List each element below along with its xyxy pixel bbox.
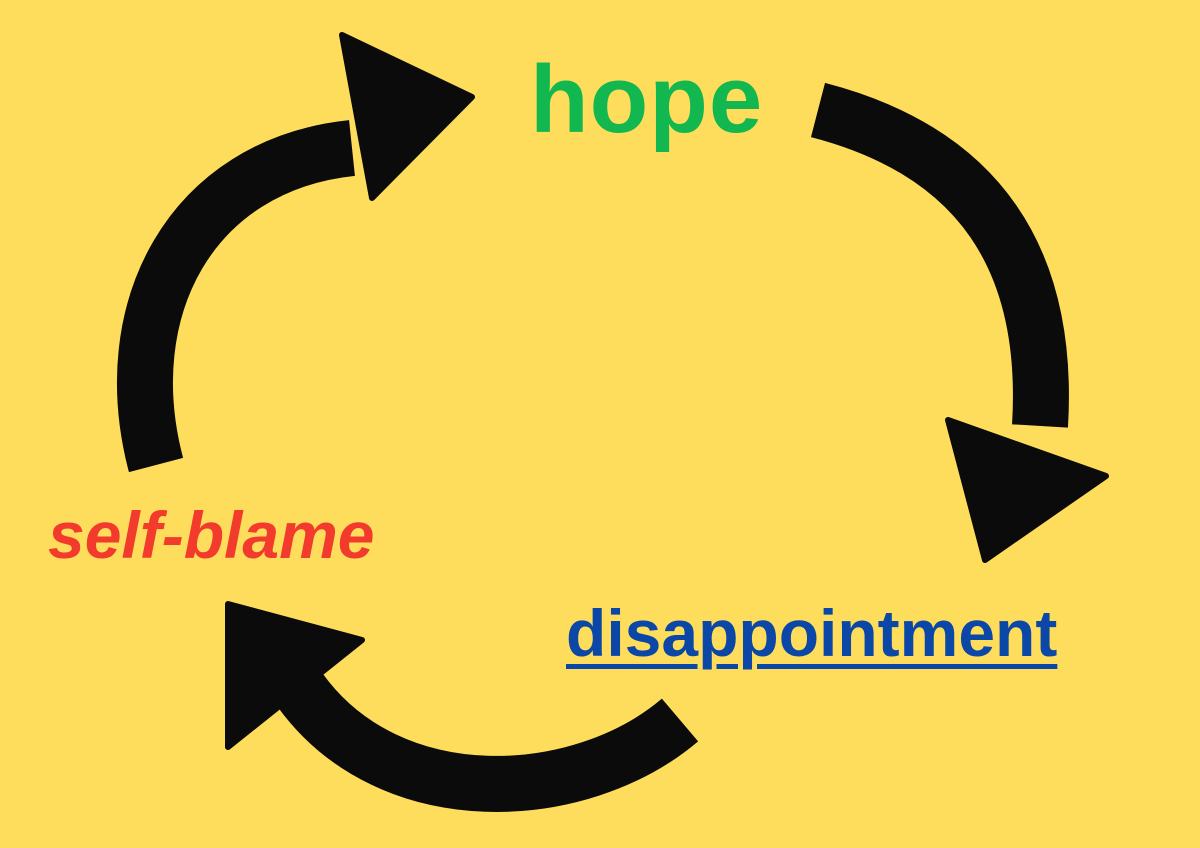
arrow-disappointment-to-self-blame xyxy=(225,601,699,812)
arrowhead xyxy=(945,417,1109,563)
label-disappointment: disappointment xyxy=(566,596,1058,670)
arrow-hope-to-disappointment xyxy=(810,82,1109,563)
label-self-blame: self-blame xyxy=(48,498,375,572)
label-hope: hope xyxy=(530,46,764,153)
arrow-shaft xyxy=(810,82,1069,428)
arrow-self-blame-to-hope xyxy=(116,32,475,473)
arrow-shaft xyxy=(116,120,356,473)
arrowhead xyxy=(339,32,475,201)
arrowhead xyxy=(225,601,365,750)
arrow-shaft xyxy=(277,672,699,812)
